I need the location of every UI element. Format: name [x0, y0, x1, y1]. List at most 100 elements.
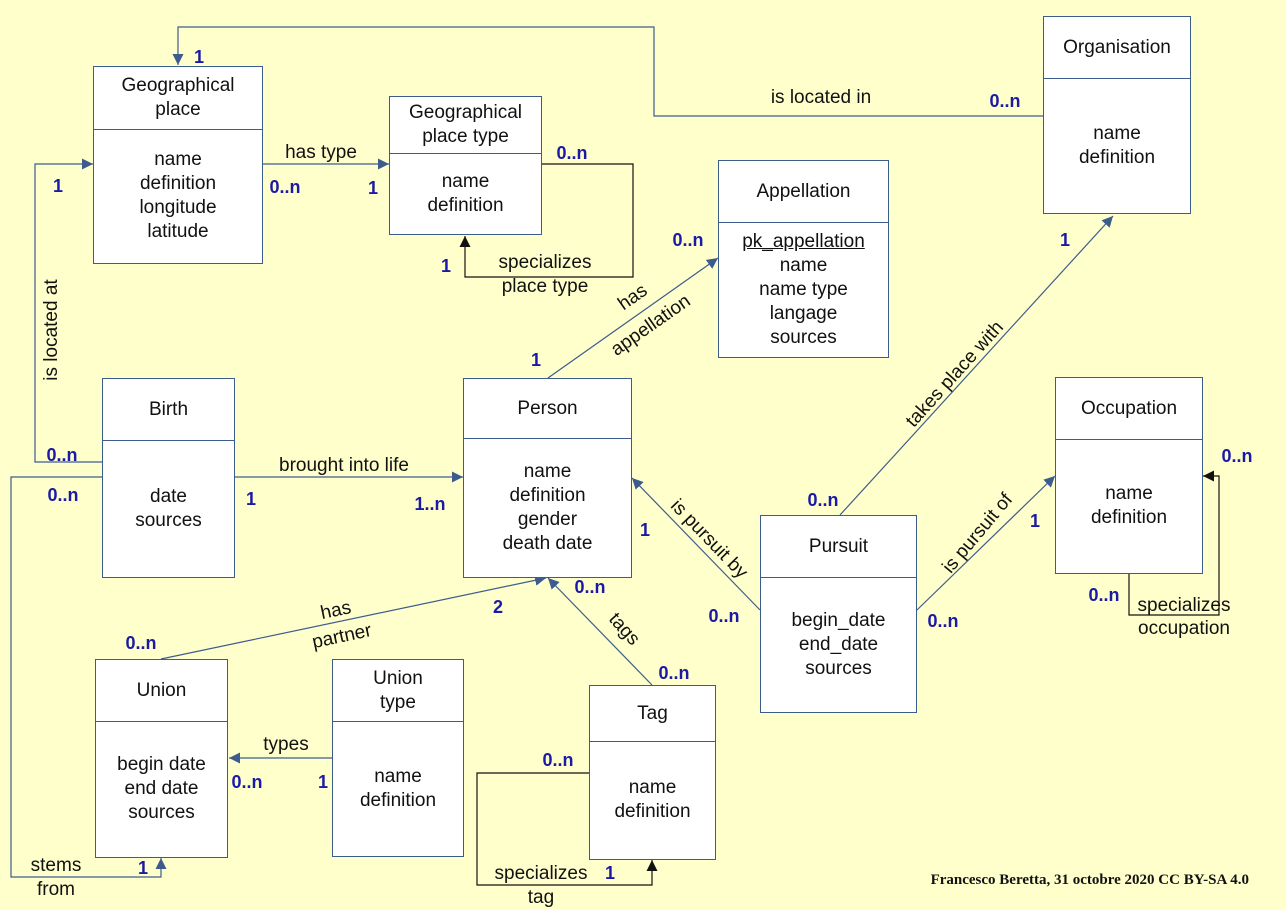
entity-title: Pursuit	[761, 516, 916, 578]
card-birth-brought: 1	[246, 489, 256, 509]
entity-tag: Tag name definition	[589, 685, 716, 860]
entity-attributes: pk_appellation name name type langage so…	[719, 222, 888, 357]
rel-has-type: has type	[285, 142, 357, 163]
attr-name: name	[154, 149, 202, 170]
attr-begin-date: begin_date	[791, 609, 886, 631]
entity-person: Person name definition gender death date	[463, 378, 632, 578]
attr-definition: definition	[427, 194, 504, 216]
entity-title: Organisation	[1044, 17, 1190, 79]
entity-attributes: name definition gender death date	[464, 438, 631, 577]
attr-name: name	[441, 170, 490, 192]
specializes-place-type-line	[459, 163, 634, 278]
title-line: Birth	[148, 398, 189, 420]
attr-sources: sources	[770, 326, 837, 348]
has-appellation-line	[547, 257, 719, 379]
attr-latitude: latitude	[147, 221, 209, 242]
rel-specializes-occupation-2: occupation	[1138, 618, 1230, 639]
card-org-bottom: 1	[1060, 230, 1070, 250]
attr-definition: definition	[1090, 507, 1168, 528]
card-person-brought: 1..n	[414, 494, 445, 514]
entity-pursuit: Pursuit begin_date end_date sources	[760, 515, 917, 713]
card-tag-tags: 0..n	[658, 663, 689, 683]
attr-date: date	[150, 485, 187, 507]
card-pursuit-person: 0..n	[708, 606, 739, 626]
entity-attributes: begin_date end_date sources	[761, 577, 916, 712]
attr-name-type: name type	[759, 278, 848, 300]
card-tag-self-left: 0..n	[542, 750, 573, 770]
card-type-self-top: 0..n	[556, 143, 587, 163]
attr-begin-date: begin date	[117, 754, 206, 775]
attr-longitude: longitude	[139, 197, 217, 218]
attr-langage: langage	[769, 302, 838, 324]
attr-name: name	[779, 254, 828, 276]
rel-stems-from-2: from	[37, 879, 75, 900]
attr-gender: gender	[517, 508, 578, 530]
rel-is-located-at: is located at	[41, 279, 62, 381]
card-union-types: 0..n	[231, 772, 262, 792]
attr-definition: definition	[509, 484, 586, 506]
is-located-in-line	[172, 26, 1043, 117]
rel-specializes-place-type-2: place type	[502, 276, 589, 297]
stems-from-line	[10, 476, 167, 878]
rel-is-pursuit-by: is pursuit by	[666, 495, 752, 583]
is-pursuit-of-line	[916, 475, 1056, 611]
entity-union: Union begin date end date sources	[95, 659, 228, 858]
attr-end-date: end date	[124, 778, 199, 799]
card-occ-self-left: 0..n	[1088, 585, 1119, 605]
specializes-tag-line	[476, 772, 658, 886]
entity-attributes: name definition	[1056, 439, 1202, 573]
entity-occupation: Occupation name definition	[1055, 377, 1203, 574]
entity-title: Person	[464, 379, 631, 439]
card-person-pursuit: 1	[640, 520, 650, 540]
entity-title: Geographical place type	[390, 97, 541, 154]
attr-sources: sources	[805, 657, 872, 679]
rel-types: types	[263, 734, 308, 755]
entity-geographical-place-type: Geographical place type name definition	[389, 96, 542, 235]
card-appellation-side: 0..n	[672, 230, 703, 250]
attr-definition: definition	[359, 789, 437, 811]
attr-sources: sources	[135, 509, 202, 531]
attr-name: name	[1093, 122, 1141, 144]
title-line: Union	[136, 679, 187, 701]
card-tag-self-bottom: 1	[605, 863, 615, 883]
tags-line	[547, 577, 653, 686]
card-pursuit-occ: 0..n	[927, 611, 958, 631]
card-geo-left: 1	[53, 176, 63, 196]
rel-specializes-tag-2: tag	[528, 887, 554, 908]
card-geo-top: 1	[194, 47, 204, 67]
title-line: type	[380, 691, 416, 713]
card-birth-located: 0..n	[46, 445, 77, 465]
entity-title: Appellation	[719, 161, 888, 223]
title-line: Union	[373, 667, 423, 689]
attr-definition: definition	[1078, 146, 1156, 168]
entity-union-type: Union type name definition	[332, 659, 464, 857]
title-line: Appellation	[756, 180, 851, 202]
card-person-partner: 2	[493, 597, 503, 617]
attr-name: name	[523, 460, 572, 482]
entity-birth: Birth date sources	[102, 378, 235, 578]
title-line: place type	[422, 126, 509, 147]
rel-specializes-tag-1: specializes	[495, 863, 588, 884]
card-uniontype-types: 1	[318, 772, 328, 792]
entity-appellation: Appellation pk_appellation name name typ…	[718, 160, 889, 358]
is-located-at-line	[34, 158, 103, 463]
entity-organisation: Organisation name definition	[1043, 16, 1191, 214]
entity-title: Tag	[590, 686, 715, 742]
attr-end-date: end_date	[798, 633, 879, 655]
attr-name: name	[628, 777, 677, 798]
title-line: Geographical	[408, 102, 523, 123]
title-line: Occupation	[1080, 397, 1178, 419]
card-person-appellation: 1	[531, 350, 541, 370]
is-pursuit-by-line	[631, 477, 761, 611]
credit-line: Francesco Beretta, 31 octobre 2020 CC BY…	[931, 872, 1249, 888]
rel-stems-from-1: stems	[31, 855, 82, 876]
card-union-located: 0..n	[47, 485, 78, 505]
card-person-tags: 0..n	[574, 577, 605, 597]
attr-pk-appellation: pk_appellation	[742, 230, 865, 252]
rel-has-partner-2: partner	[310, 620, 374, 653]
card-type-hastype: 1	[368, 178, 378, 198]
rel-specializes-place-type-1: specializes	[499, 252, 592, 273]
card-geo-hastype: 0..n	[269, 177, 300, 197]
attr-definition: definition	[139, 173, 217, 194]
